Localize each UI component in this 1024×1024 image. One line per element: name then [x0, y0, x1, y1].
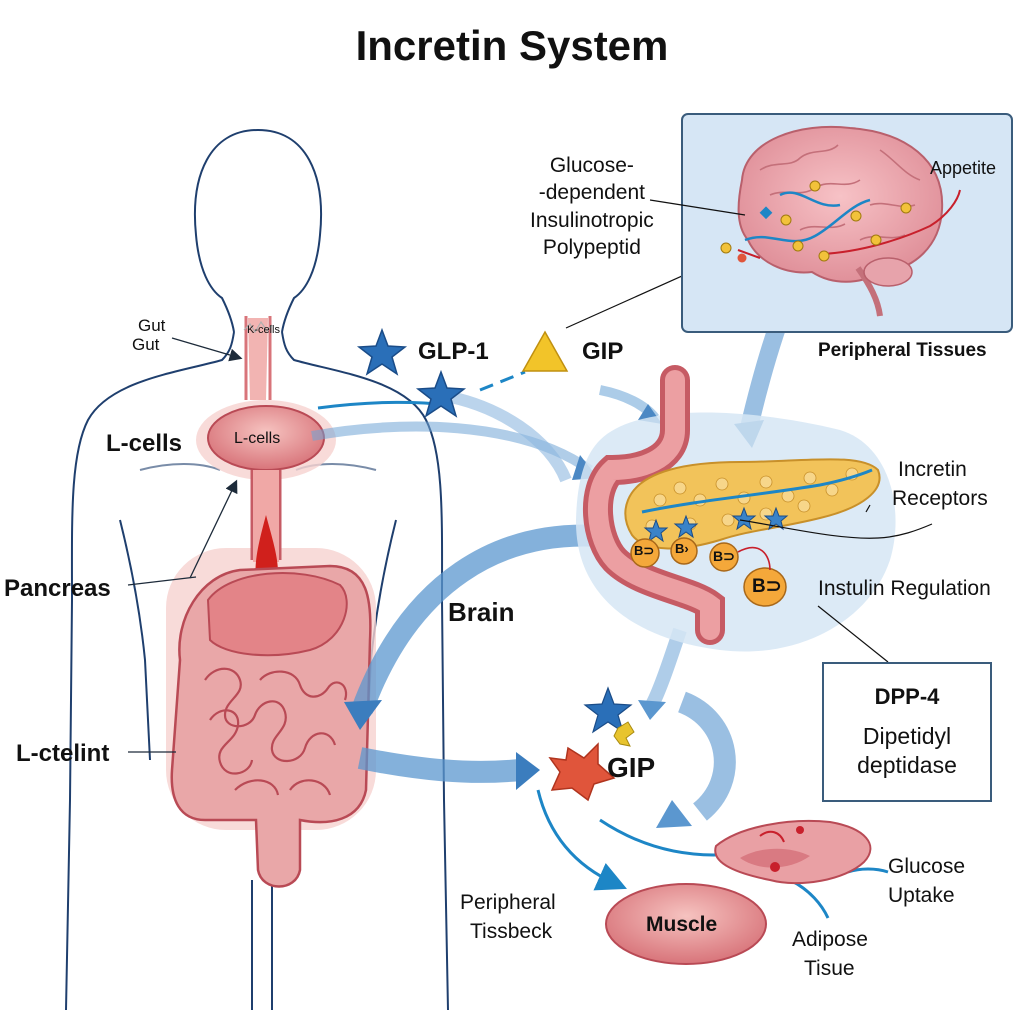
label-gut: Gut — [138, 316, 166, 335]
yellow-molecule-icon — [613, 721, 635, 747]
dpp4-connector-line — [817, 605, 889, 663]
label-gip-top: GIP — [582, 338, 624, 365]
blue-star-icon — [583, 686, 633, 734]
label-peripheral-bottom-2: Tissbeck — [470, 920, 553, 943]
gip-triangle-icon — [521, 330, 569, 372]
glp1-star-icon — [356, 327, 467, 418]
label-peripheral-tissues: Peripheral Tissues — [818, 340, 987, 361]
pancreas-icon — [582, 365, 881, 645]
label-l-ctelint: L-ctelint — [16, 740, 110, 767]
label-adipose-2: Tisue — [804, 957, 855, 980]
gip-definition: Glucose- -dependent Insulinotropic Polyp… — [530, 152, 654, 261]
beta-cell-1: B⊃ — [634, 543, 655, 558]
receptor-connector-line — [865, 504, 871, 513]
gip-definition-line-2: -dependent — [538, 181, 645, 205]
label-peripheral-bottom-1: Peripheral — [460, 891, 556, 914]
label-insulin-regulation: Instulin Regulation — [818, 577, 991, 600]
label-glucose-uptake-1: Glucose — [888, 855, 966, 878]
gip-definition-line-3: Insulinotropic — [530, 208, 654, 232]
label-pancreas: Pancreas — [4, 575, 111, 602]
label-incretin-receptors-1: Incretin — [898, 458, 967, 481]
label-adipose-1: Adipose — [792, 928, 868, 951]
gip-star-icon — [548, 742, 616, 802]
label-gip-bottom: GIP — [607, 752, 656, 783]
dpp4-name: DPP-4 — [874, 684, 940, 709]
receptor-line — [739, 519, 933, 539]
label-k-cells: K-cells — [247, 324, 281, 336]
dpp4-full-2: deptidase — [857, 751, 957, 778]
beta-cell-3: B⊃ — [713, 548, 735, 564]
beta-cell-4: B⊃ — [752, 576, 782, 597]
brain-connector-line — [649, 199, 746, 216]
label-gut-2: Gut — [132, 335, 160, 354]
left-connectors — [127, 337, 243, 753]
label-glp1: GLP-1 — [418, 338, 489, 365]
adipose-icon — [714, 820, 872, 885]
gip-definition-line-4: Polypeptid — [542, 235, 641, 259]
label-brain: Brain — [448, 597, 515, 627]
label-incretin-receptors-2: Receptors — [892, 487, 988, 510]
label-muscle: Muscle — [646, 913, 718, 936]
brain-icon — [720, 125, 961, 317]
label-appetite: Appetite — [930, 158, 997, 178]
label-l-cells: L-cells — [106, 430, 183, 457]
label-l-cells-stomach: L-cells — [234, 430, 281, 447]
gi-tract — [166, 316, 376, 888]
gip-definition-line-1: Glucose- — [549, 154, 634, 177]
dpp4-box: DPP-4 Dipetidyl deptidase — [822, 662, 992, 802]
beta-cell-2: B› — [675, 541, 689, 556]
page-title: Incretin System — [355, 22, 669, 69]
label-glucose-uptake-2: Uptake — [888, 884, 955, 907]
dpp4-full-1: Dipetidyl — [862, 723, 952, 749]
muscle-icon — [605, 883, 767, 965]
